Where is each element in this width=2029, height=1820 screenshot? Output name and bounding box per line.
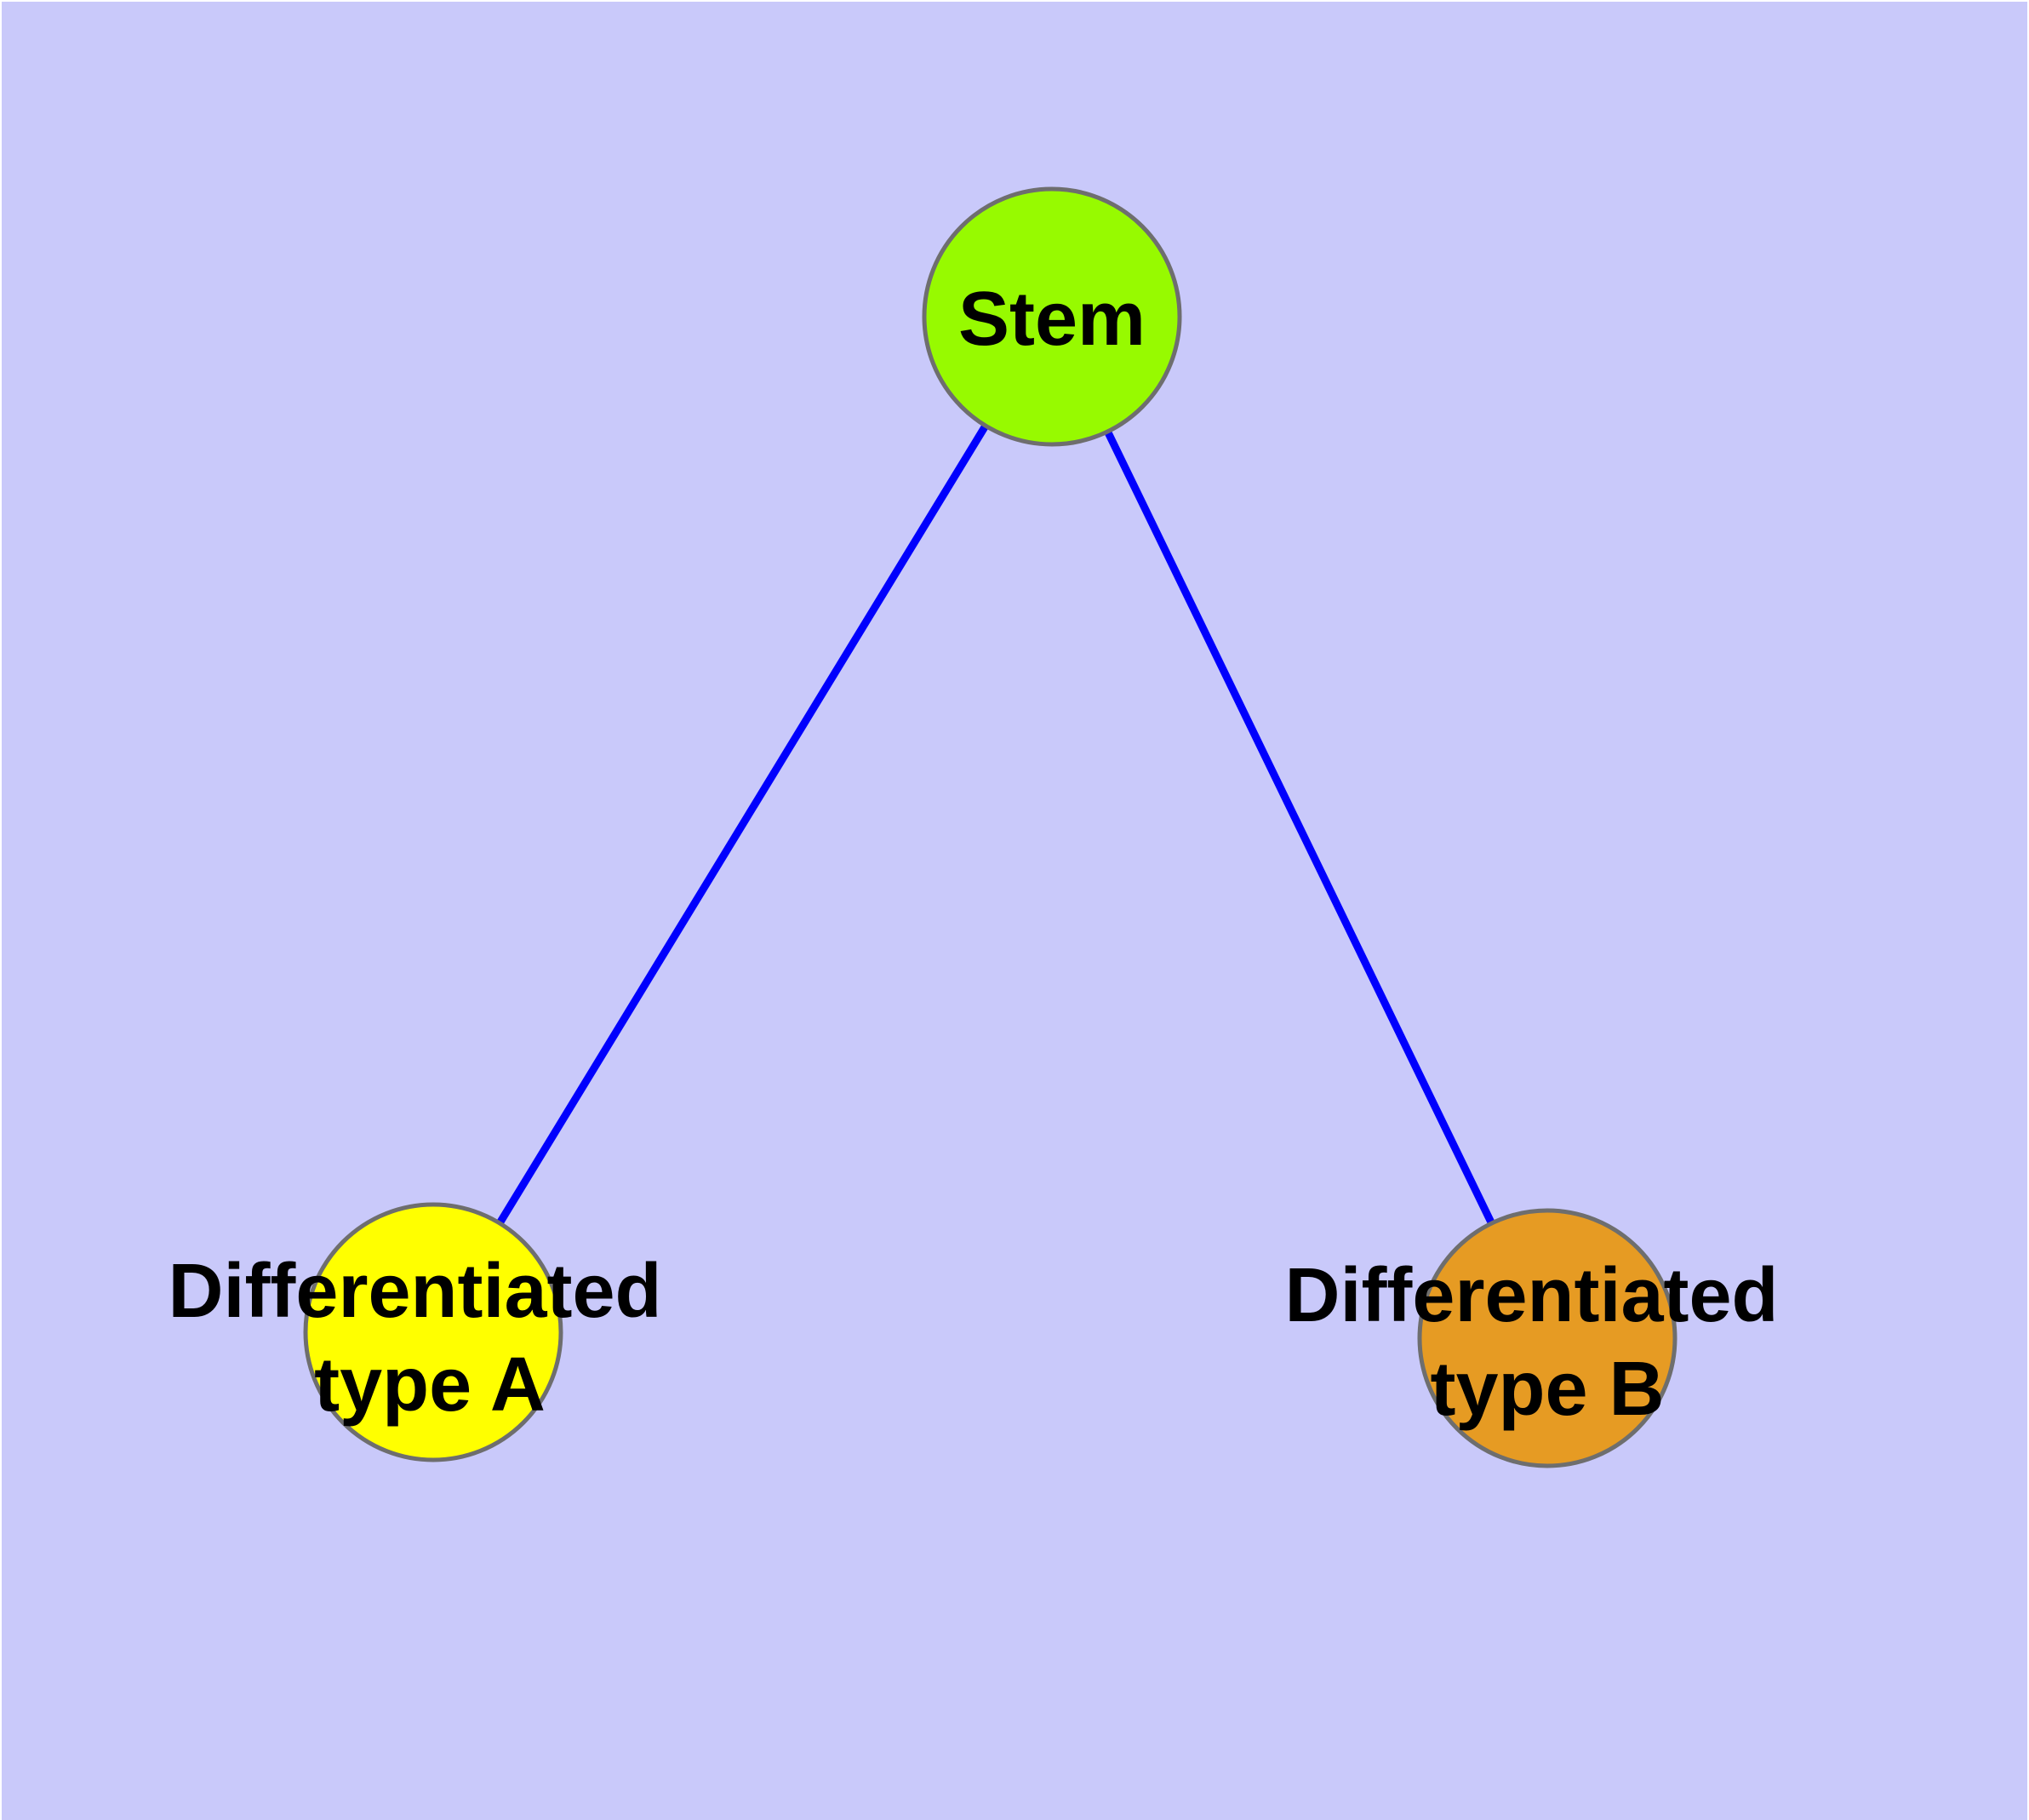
node-type-b-label-line2: type B (1430, 1347, 1664, 1432)
node-type-b-label-line1: Differentiated (1284, 1253, 1778, 1338)
node-type-a-label-line2: type A (314, 1342, 546, 1428)
node-type-b-label: Differentiated type B (1284, 1253, 1799, 1432)
node-type-a-label: Differentiated type A (168, 1249, 683, 1428)
node-stem[interactable] (922, 186, 1182, 447)
node-differentiated-type-b[interactable] (1417, 1208, 1677, 1468)
edge-stem-to-type-b (1048, 315, 1552, 1340)
node-type-a-label-line1: Differentiated (168, 1249, 661, 1334)
node-differentiated-type-a[interactable] (303, 1202, 563, 1462)
node-stem-label: Stem (958, 277, 1146, 362)
edge-stem-to-type-a (430, 314, 1055, 1335)
